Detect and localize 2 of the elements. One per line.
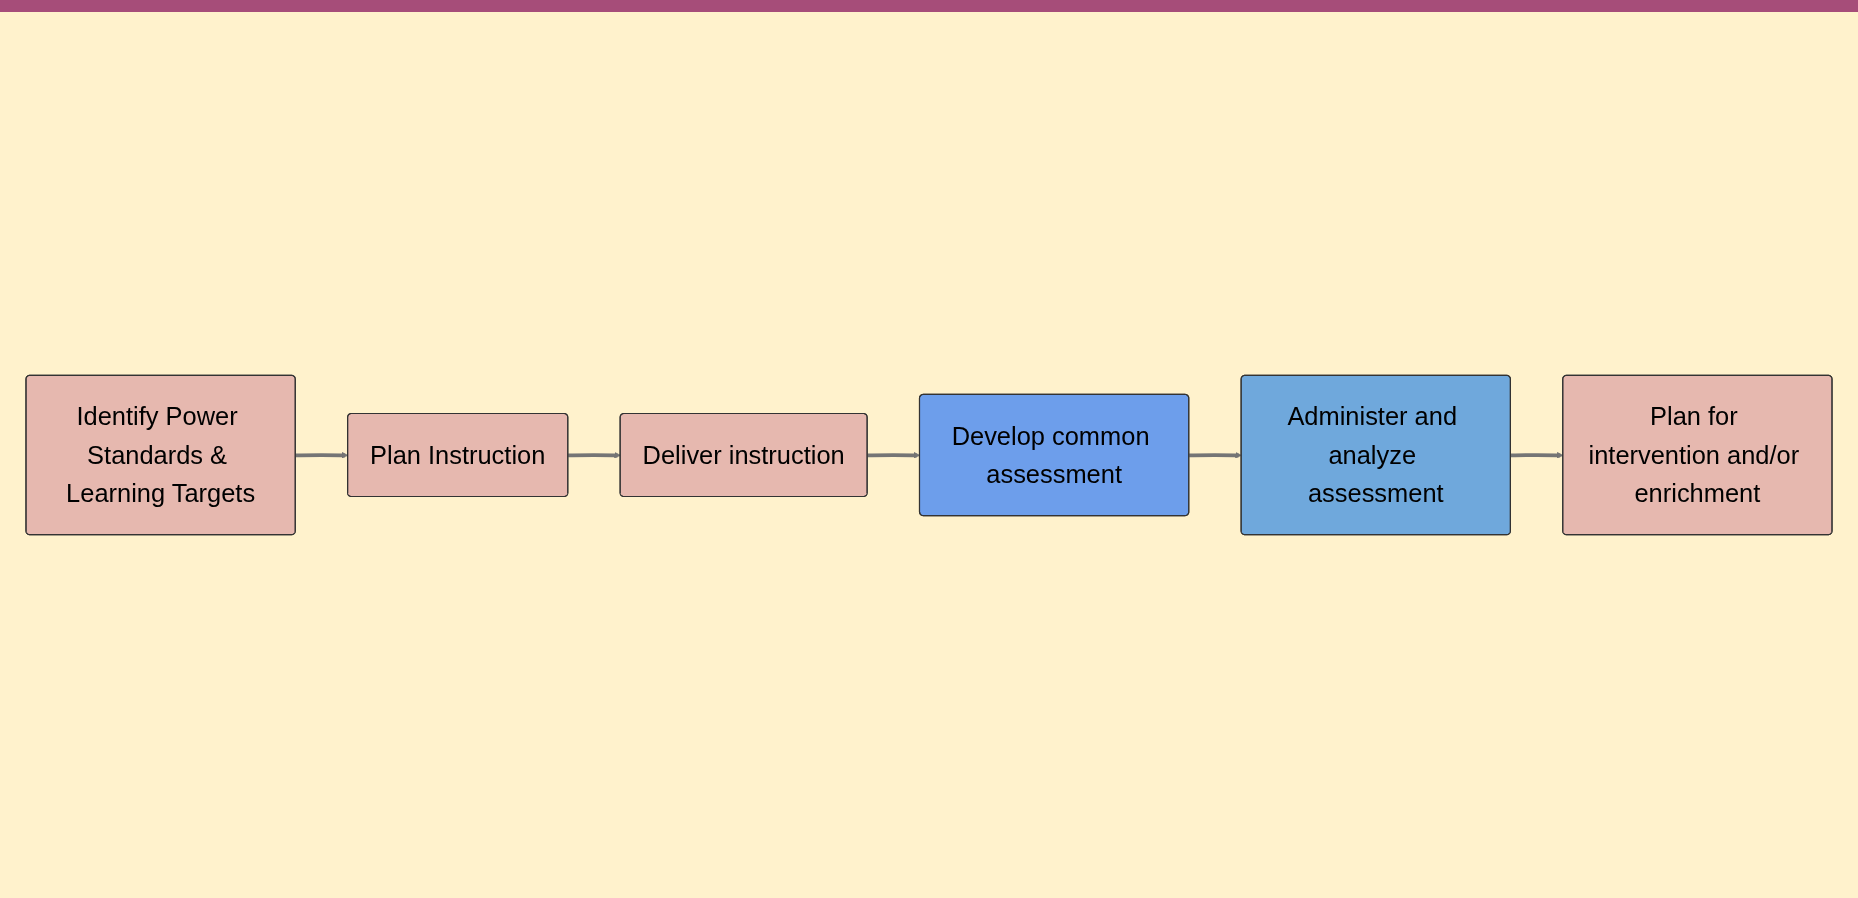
arrow [1189, 452, 1242, 459]
arrow [568, 452, 621, 459]
